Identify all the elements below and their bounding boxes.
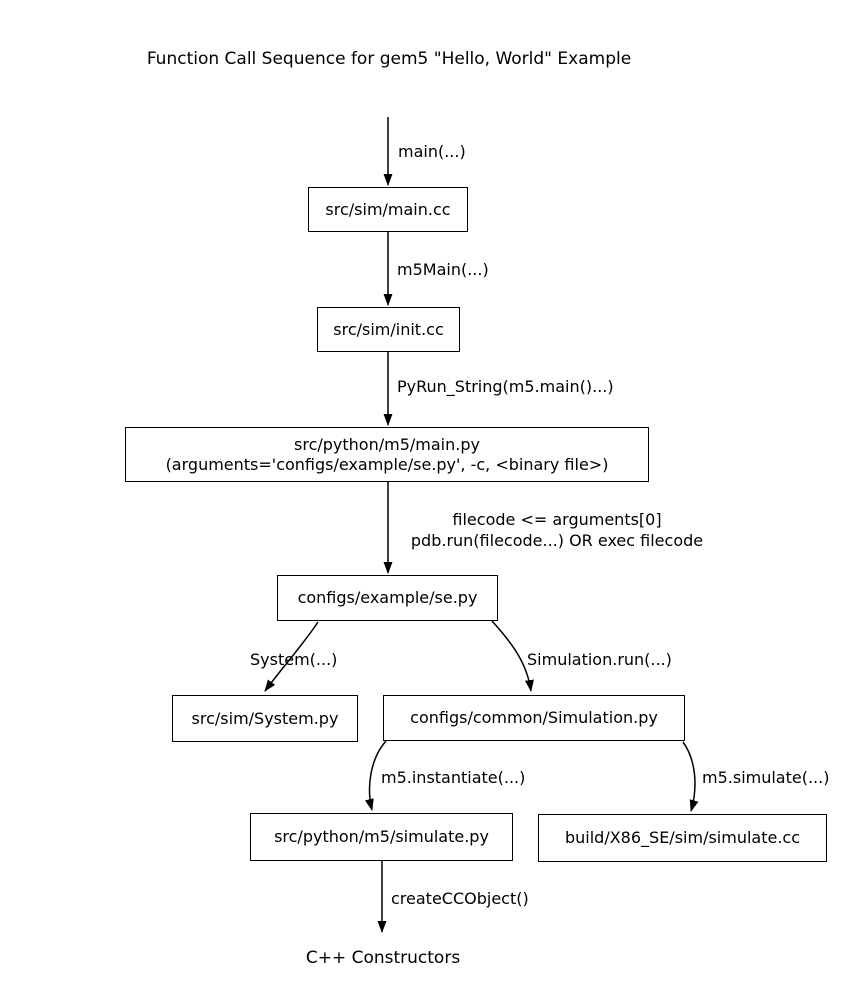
edge-simulation-py-to-simulate-py (364, 740, 387, 811)
edge-label-filecode: filecode <= arguments[0] pdb.run(filecod… (411, 509, 703, 551)
edge-se-py-to-system-py (264, 621, 319, 692)
node-label: src/python/m5/simulate.py (274, 827, 489, 846)
edge-simulation-py-to-simulate-cc (682, 741, 699, 812)
node-label-line1: src/python/m5/main.py (294, 434, 480, 454)
edge-label-pyrun-string: PyRun_String(m5.main()...) (397, 377, 614, 396)
node-label: src/sim/main.cc (325, 199, 451, 219)
edge-label-main: main(...) (398, 142, 466, 161)
terminal-cpp-constructors: C++ Constructors (305, 948, 461, 968)
edge-label-m5main: m5Main(...) (397, 260, 489, 279)
edge-label-filecode-line1: filecode <= arguments[0] (452, 510, 662, 529)
node-label: configs/example/se.py (297, 588, 478, 607)
node-label: configs/common/Simulation.py (410, 708, 658, 727)
edge-label-system: System(...) (250, 650, 338, 669)
edge-label-simulation-run: Simulation.run(...) (527, 650, 672, 669)
node-src-python-m5-simulate-py: src/python/m5/simulate.py (250, 813, 513, 861)
node-src-sim-main-cc: src/sim/main.cc (308, 187, 468, 232)
node-build-x86se-sim-simulate-cc: build/X86_SE/sim/simulate.cc (538, 814, 827, 862)
edge-label-m5-simulate: m5.simulate(...) (702, 768, 830, 787)
node-src-sim-init-cc: src/sim/init.cc (317, 307, 460, 352)
edge-se-py-to-simulation-py (491, 620, 534, 692)
node-label-line2: (arguments='configs/example/se.py', -c, … (165, 454, 609, 474)
node-label: src/sim/init.cc (333, 319, 444, 339)
edge-label-m5-instantiate: m5.instantiate(...) (381, 768, 526, 787)
node-label: build/X86_SE/sim/simulate.cc (564, 828, 801, 847)
node-src-sim-system-py: src/sim/System.py (172, 695, 358, 742)
node-configs-example-se-py: configs/example/se.py (277, 575, 498, 621)
diagram-title: Function Call Sequence for gem5 "Hello, … (146, 49, 632, 69)
edge-label-filecode-line2: pdb.run(filecode...) OR exec filecode (410, 531, 704, 550)
node-src-python-m5-main-py: src/python/m5/main.py (arguments='config… (125, 427, 649, 482)
edge-label-create-cc-object: createCCObject() (391, 889, 529, 908)
node-label: src/sim/System.py (191, 708, 339, 728)
node-configs-common-simulation-py: configs/common/Simulation.py (383, 695, 685, 741)
